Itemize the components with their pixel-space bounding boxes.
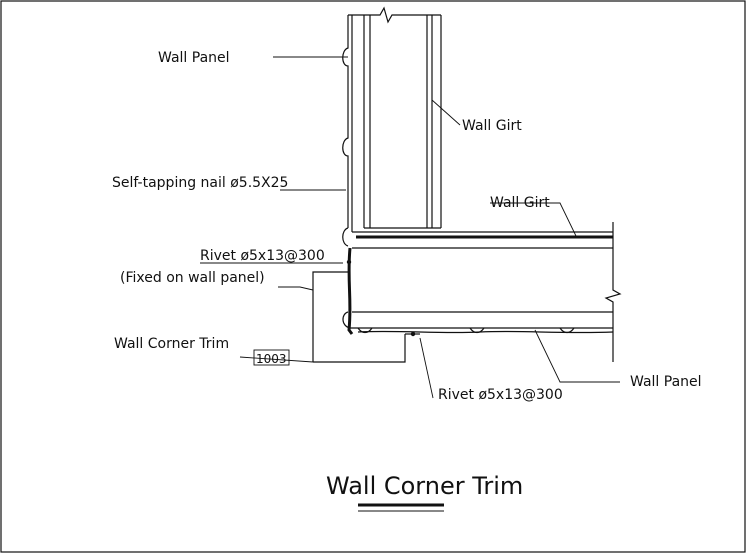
right-break-line bbox=[604, 222, 622, 362]
label-wall-corner-trim: Wall Corner Trim bbox=[114, 336, 229, 352]
horizontal-wall-panel bbox=[342, 311, 614, 334]
label-wall-panel-top: Wall Panel bbox=[158, 50, 230, 66]
leader-lines bbox=[200, 56, 620, 399]
rivet-lower-marker bbox=[410, 331, 416, 337]
label-wall-girt-horizontal: Wall Girt bbox=[490, 195, 550, 211]
rivet-upper-marker bbox=[346, 259, 352, 265]
corner-trim bbox=[312, 247, 420, 363]
label-rivet-lower: Rivet ø5x13@300 bbox=[438, 387, 563, 403]
label-self-tapping-nail: Self-tapping nail ø5.5X25 bbox=[112, 175, 288, 191]
horizontal-wall-girt bbox=[342, 227, 613, 249]
label-wall-panel-bottom: Wall Panel bbox=[630, 374, 702, 390]
label-rivet-upper: Rivet ø5x13@300 bbox=[200, 248, 325, 264]
vertical-wall-girt bbox=[363, 15, 442, 229]
dimension-box bbox=[253, 349, 290, 366]
vertical-wall-panel bbox=[342, 6, 441, 232]
label-trim-dimension: 1003 bbox=[256, 352, 287, 366]
label-wall-girt-vertical: Wall Girt bbox=[462, 118, 522, 134]
label-fixed-note: (Fixed on wall panel) bbox=[120, 270, 265, 286]
diagram-title: Wall Corner Trim bbox=[326, 472, 523, 500]
